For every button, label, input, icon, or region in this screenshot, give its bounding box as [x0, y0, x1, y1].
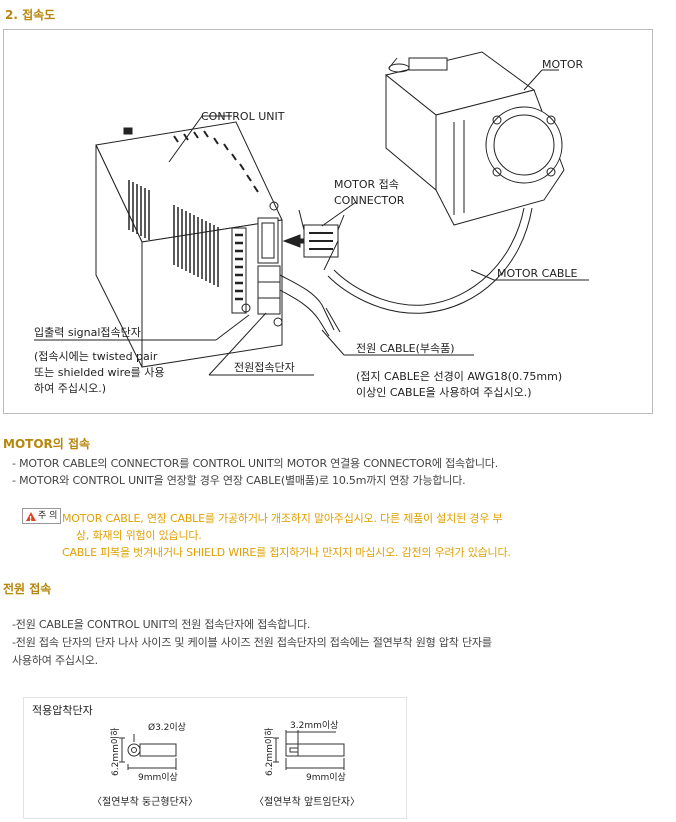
terminal-diagram-svg: 적용압착단자 Ø3.2이상 6.2mm이하 9mm이상 〈절연부착 둥근형단자〉…: [32, 704, 360, 808]
terminal-diagram: 적용압착단자 Ø3.2이상 6.2mm이하 9mm이상 〈절연부착 둥근형단자〉…: [23, 697, 407, 819]
io-terminal-note-1: (접속시에는 twisted pair: [34, 350, 158, 363]
connection-diagram-svg: CONTROL UNIT MOTOR MOTOR 접속 CONNECTOR MO…: [34, 51, 589, 399]
motor-label: MOTOR: [542, 58, 584, 71]
power-section-title: 전원 접속: [3, 582, 52, 596]
connection-diagram: CONTROL UNIT MOTOR MOTOR 접속 CONNECTOR MO…: [3, 29, 653, 414]
warning-line-2: 상, 화재의 위험이 있습니다.: [76, 529, 202, 542]
fork-width-label: 3.2mm이상: [290, 720, 338, 731]
ring-caption: 〈절연부착 둥근형단자〉: [92, 795, 198, 808]
ground-note-1: (접지 CABLE은 선경이 AWG18(0.75mm): [356, 370, 562, 383]
warning-line-3: CABLE 피복을 벗겨내거나 SHIELD WIRE를 접지하거나 만지지 마…: [62, 546, 511, 559]
power-line-1: -전원 CABLE을 CONTROL UNIT의 전원 접속단자에 접속합니다.: [12, 618, 311, 631]
warning-badge: 주 의: [22, 508, 62, 526]
power-line-3: 사용하여 주십시오.: [12, 654, 98, 667]
fork-length-label: 9mm이상: [306, 772, 346, 783]
warning-icon: [26, 511, 36, 526]
power-cable-label: 전원 CABLE(부속품): [356, 342, 455, 355]
io-terminal-note-2: 또는 shielded wire를 사용: [34, 366, 165, 379]
motor-connector-label-2: CONNECTOR: [334, 194, 405, 207]
power-terminal-label: 전원접속단자: [234, 361, 295, 374]
ground-note-2: 이상인 CABLE을 사용하여 주십시오.): [356, 385, 532, 399]
terminals-title: 적용압착단자: [32, 704, 93, 717]
ring-dia-label: Ø3.2이상: [148, 722, 186, 733]
control-unit-label: CONTROL UNIT: [201, 110, 285, 123]
power-line-2: -전원 접속 단자의 단자 나사 사이즈 및 케이블 사이즈 전원 접속단자의 …: [12, 636, 492, 649]
motor-cable-label: MOTOR CABLE: [497, 267, 578, 280]
warning-badge-label: 주 의: [38, 511, 58, 521]
motor-section-title: MOTOR의 접속: [3, 437, 91, 451]
io-terminal-note-3: 하여 주십시오.): [34, 381, 106, 395]
motor-connector-label-1: MOTOR 접속: [334, 178, 399, 191]
fork-caption: 〈절연부착 앞트임단자〉: [254, 795, 360, 808]
ring-length-label: 9mm이상: [138, 772, 178, 783]
ring-height-label: 6.2mm이하: [110, 727, 121, 776]
warning-line-1: MOTOR CABLE, 연장 CABLE를 가공하거나 개조하지 말아주십시오…: [62, 512, 503, 525]
fork-height-label: 6.2mm이하: [264, 727, 275, 776]
motor-line-2: - MOTOR와 CONTROL UNIT을 연장할 경우 연장 CABLE(별…: [12, 474, 466, 487]
io-terminal-label: 입출력 signal접속단자: [34, 326, 141, 339]
page-title: 2. 접속도: [5, 8, 56, 22]
motor-line-1: - MOTOR CABLE의 CONNECTOR를 CONTROL UNIT의 …: [12, 457, 498, 470]
